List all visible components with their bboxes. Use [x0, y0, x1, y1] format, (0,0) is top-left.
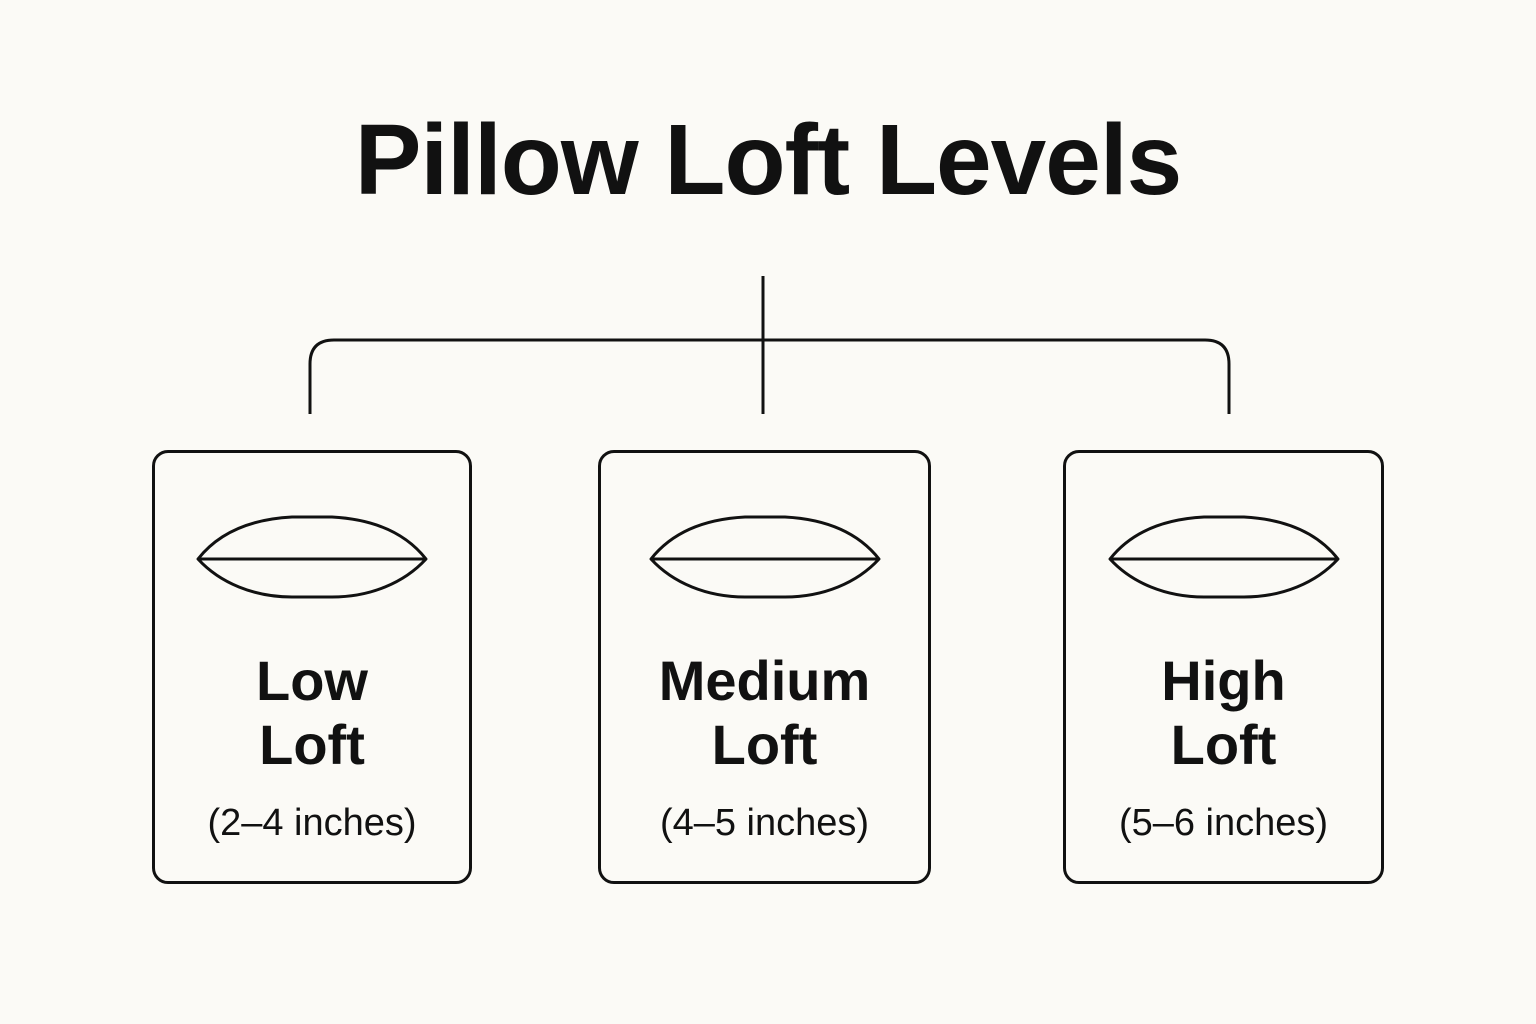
card-title-line1: Low	[256, 649, 368, 712]
card-title: High Loft	[1066, 649, 1381, 777]
pillow-icon	[196, 515, 428, 599]
card-title: Low Loft	[155, 649, 469, 777]
card-range: (4–5 inches)	[659, 802, 870, 844]
pillow-icon	[649, 515, 880, 599]
card-range: (5–6 inches)	[1118, 802, 1329, 844]
card-title-line2: Loft	[1170, 713, 1277, 776]
diagram-title: Pillow Loft Levels	[354, 104, 1183, 216]
card-title-line1: High	[1161, 649, 1286, 712]
pillow-icon	[1108, 515, 1339, 599]
card-title-line2: Loft	[711, 713, 818, 776]
card-title-line1: Medium	[658, 649, 871, 712]
card-high-loft: High Loft (5–6 inches)	[1063, 450, 1384, 884]
branch-line	[308, 338, 1231, 414]
card-title-line2: Loft	[259, 713, 365, 776]
card-title: Medium Loft	[601, 649, 928, 777]
card-low-loft: Low Loft (2–4 inches)	[152, 450, 472, 884]
card-range: (2–4 inches)	[207, 802, 417, 844]
card-medium-loft: Medium Loft (4–5 inches)	[598, 450, 931, 884]
